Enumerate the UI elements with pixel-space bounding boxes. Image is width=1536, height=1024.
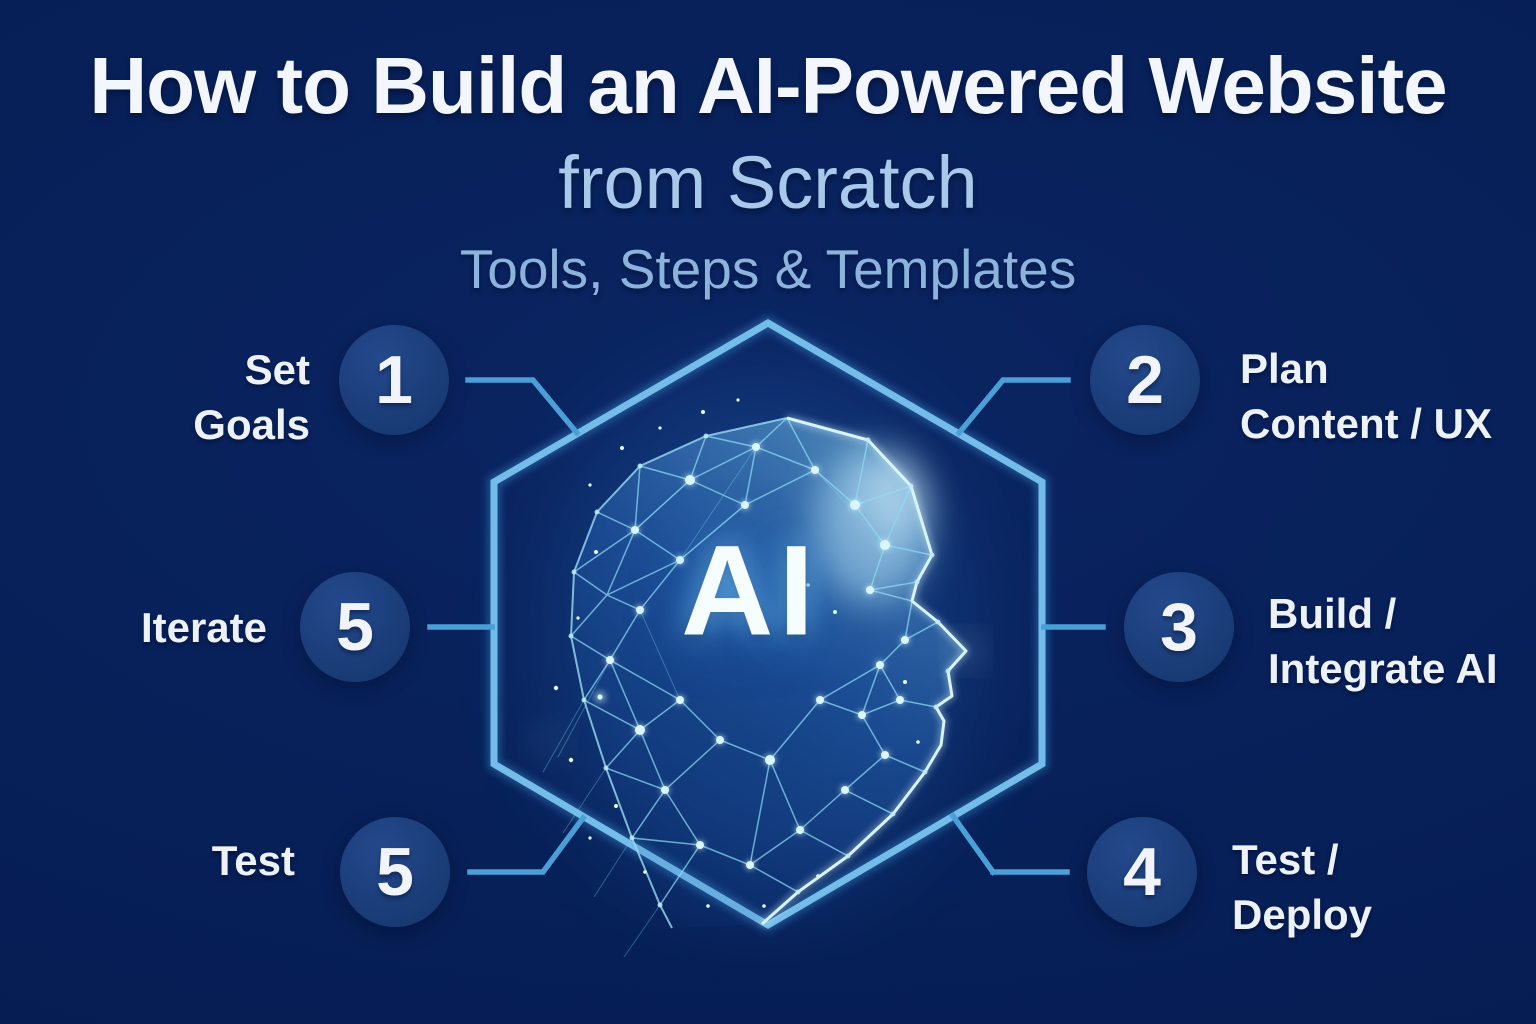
step-circle-2: 2 xyxy=(1090,325,1200,435)
step-circle-3: 3 xyxy=(1124,572,1234,682)
connector-step-1 xyxy=(465,377,581,437)
step-iterate-label: Iterate xyxy=(140,604,267,651)
page-subtitle: from Scratch xyxy=(558,141,978,224)
page-title: How to Build an AI-Powered Website xyxy=(89,41,1447,130)
hexagon-frame xyxy=(487,315,1049,933)
connector-step-test xyxy=(467,814,587,875)
step-circle-1: 1 xyxy=(339,325,449,435)
step-plan-content-label: Plan Content / UX xyxy=(1240,345,1492,447)
step-build-integrate-label: Build / Integrate AI xyxy=(1268,590,1498,692)
connector-step-2 xyxy=(955,377,1071,437)
step-set-goals-label: Set Goals xyxy=(193,346,310,448)
page-tagline: Tools, Steps & Templates xyxy=(459,238,1077,300)
step-test-label: Test xyxy=(211,837,295,884)
ai-center-label: AI xyxy=(681,519,819,663)
step-circle-5-iterate: 5 xyxy=(300,572,410,682)
step-circle-4: 4 xyxy=(1087,817,1197,927)
ai-head-graphic xyxy=(539,398,974,958)
step-test-deploy-label: Test / Deploy xyxy=(1232,836,1373,938)
step-circle-5-test: 5 xyxy=(340,817,450,927)
connector-step-4 xyxy=(949,812,1070,876)
